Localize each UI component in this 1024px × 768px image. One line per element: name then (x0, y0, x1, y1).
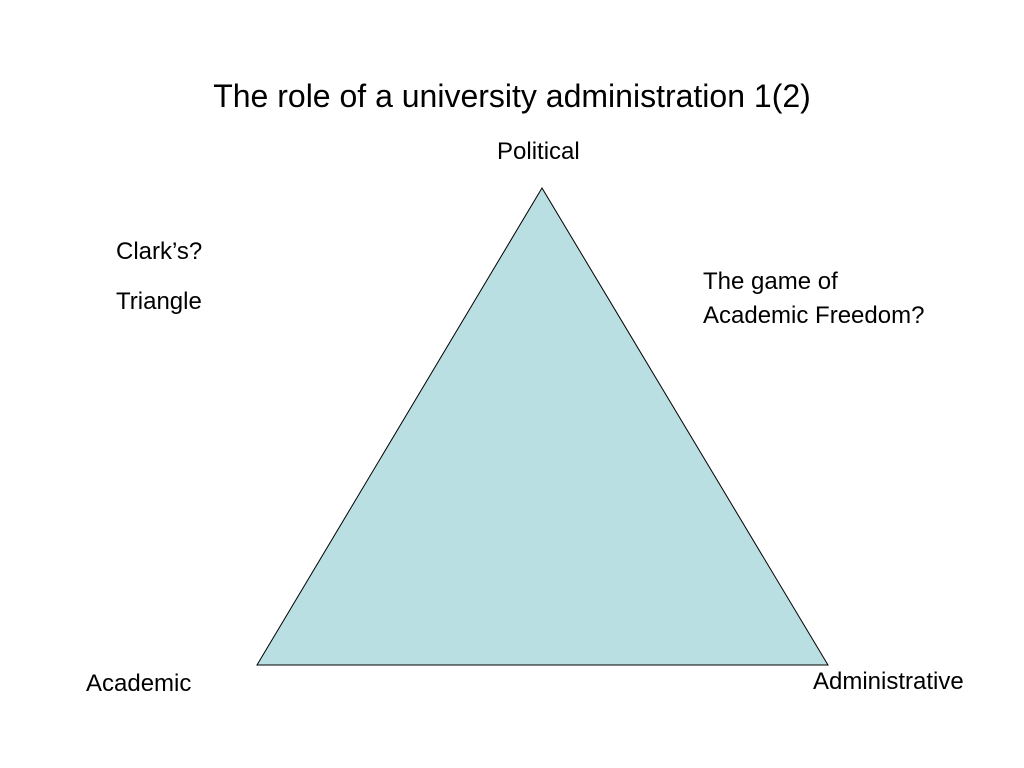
vertex-label-political: Political (497, 138, 580, 165)
slide-title: The role of a university administration … (213, 78, 811, 114)
note-academic-freedom: The game of Academic Freedom? (703, 265, 924, 333)
note-line: Triangle (116, 288, 202, 315)
note-line: The game of (703, 268, 838, 295)
triangle-shape (256, 187, 829, 666)
note-line: Clark’s? (116, 238, 203, 265)
note-clarks-triangle: Clark’s? Triangle (116, 238, 202, 316)
vertex-label-administrative: Administrative (813, 668, 964, 695)
note-line: Academic Freedom? (703, 302, 925, 329)
vertex-label-academic: Academic (86, 670, 192, 697)
